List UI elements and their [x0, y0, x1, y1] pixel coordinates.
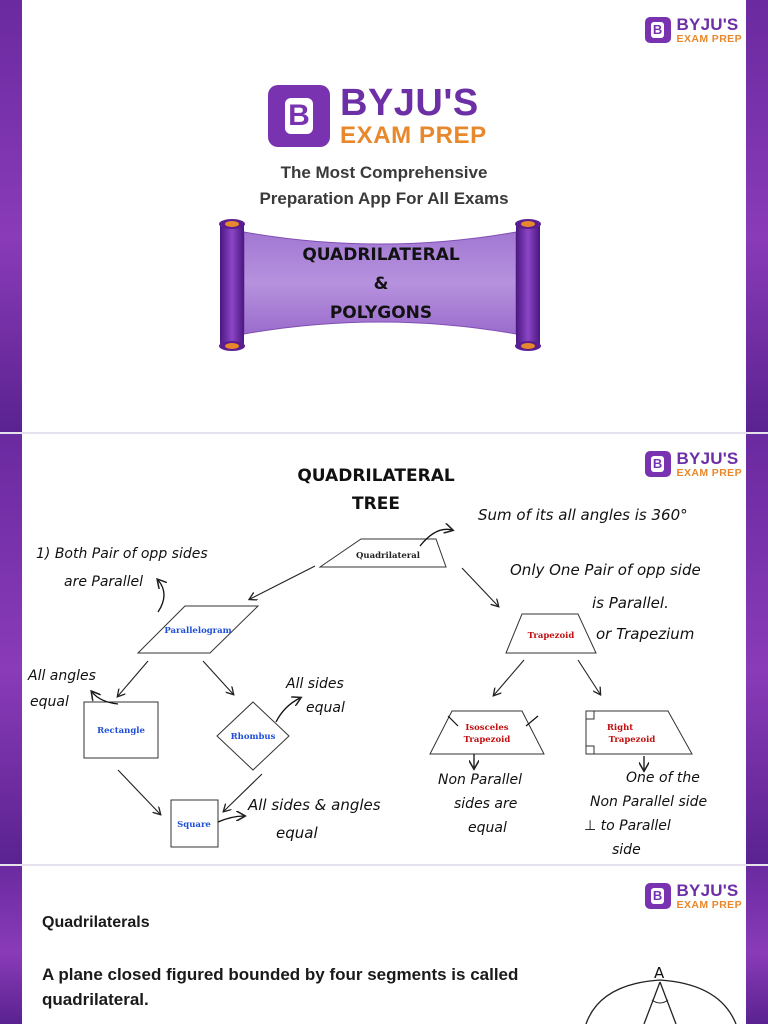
section-heading: Quadrilaterals: [42, 914, 150, 931]
brand-logo-small: B BYJU'S EXAM PREP: [644, 881, 742, 911]
square-note-2: equal: [276, 824, 318, 842]
both-pairs-note-1: 1) Both Pair of opp sides: [36, 546, 208, 562]
one-pair-note-2: is Parallel.: [592, 594, 669, 612]
tree-page: B BYJU'S EXAM PREP: [0, 434, 768, 864]
quadrilateral-label: Quadrilateral: [356, 551, 421, 561]
brand-logo-small: B BYJU'S EXAM PREP: [644, 15, 742, 45]
tagline-line-2: Preparation App For All Exams: [259, 189, 509, 208]
tree-title-line-2: TREE: [352, 494, 400, 514]
rhombus-shape: [216, 701, 290, 771]
quadrilateral-shape: [318, 538, 447, 568]
right-trapezoid-label-2: Trapezoid: [609, 735, 656, 745]
vertex-label-a: A: [654, 964, 665, 982]
page-divider: [0, 864, 768, 866]
definition-page: B BYJU'S EXAM PREP A: [0, 866, 768, 1024]
scroll-line-3: POLYGONS: [329, 303, 433, 323]
scroll-line-1: QUADRILATERAL: [302, 245, 460, 265]
brand-name: BYJU'S: [340, 82, 479, 124]
right-accent-strip: [746, 434, 768, 864]
scroll-line-2: &: [373, 274, 389, 294]
brand-product: EXAM PREP: [340, 122, 487, 149]
rectangle-shape: [83, 701, 159, 759]
brand-logo-small: B BYJU'S EXAM PREP: [644, 449, 742, 479]
brand-name: BYJU'S: [676, 449, 739, 468]
isosceles-trapezoid-shape: [429, 710, 545, 755]
parallelogram-shape: [136, 605, 260, 654]
brand-name: BYJU'S: [676, 15, 739, 34]
square-label: Square: [177, 820, 211, 830]
right-note-3: ⊥ to Parallel: [584, 818, 671, 834]
parallelogram-label: Parallelogram: [164, 626, 231, 636]
trapezoid-shape: [505, 613, 597, 654]
scroll-banner: [219, 219, 541, 351]
page-divider: [0, 432, 768, 434]
rhombus-note-2: equal: [306, 700, 345, 716]
isosceles-note-2: sides are: [454, 796, 517, 812]
square-shape: [170, 799, 219, 848]
tagline-line-1: The Most Comprehensive: [280, 163, 488, 182]
brand-logo-mark: B: [644, 17, 671, 44]
tagline: The Most Comprehensive Preparation App F…: [0, 160, 768, 212]
right-note-2: Non Parallel side: [590, 794, 707, 810]
one-pair-note-1: Only One Pair of opp side: [510, 561, 701, 579]
isosceles-note-3: equal: [468, 820, 507, 836]
both-pairs-note-2: are Parallel: [64, 574, 143, 590]
scroll-left-roller: [219, 219, 245, 351]
cover-page: B BYJU'S EXAM PREP B BYJU'S EXAM PREP Th…: [0, 0, 768, 432]
brand-logo-mark: B: [644, 451, 671, 478]
one-pair-note-3: or Trapezium: [596, 625, 694, 643]
rhombus-label: Rhombus: [231, 732, 276, 742]
right-trapezoid-label-1: Right: [607, 723, 633, 733]
quadrilateral-definition: A plane closed figured bounded by four s…: [42, 965, 519, 1009]
brand-name: BYJU'S: [676, 881, 739, 900]
rectangle-label: Rectangle: [97, 726, 145, 736]
right-accent-strip: [746, 866, 768, 1024]
left-accent-strip: [0, 866, 22, 1024]
circle-figure: A: [585, 964, 737, 1024]
angle-sum-note: Sum of its all angles is 360°: [478, 506, 688, 524]
trapezoid-label: Trapezoid: [528, 631, 575, 641]
isosceles-trapezoid-label-2: Trapezoid: [464, 735, 511, 745]
rectangle-note-1: All angles: [27, 668, 96, 684]
left-accent-strip: [0, 434, 22, 864]
brand-product: EXAM PREP: [676, 467, 742, 479]
right-trapezoid-shape: [585, 710, 693, 755]
rhombus-note-1: All sides: [285, 676, 344, 692]
right-accent-strip: [746, 0, 768, 432]
tree-title-line-1: QUADRILATERAL: [297, 466, 455, 486]
brand-product: EXAM PREP: [676, 33, 742, 45]
isosceles-trapezoid-label-1: Isosceles: [465, 723, 508, 733]
square-note-1: All sides & angles: [247, 796, 381, 814]
isosceles-note-1: Non Parallel: [438, 772, 522, 788]
brand-logo-large: B BYJU'S EXAM PREP: [268, 84, 487, 148]
right-note-4: side: [612, 842, 641, 858]
brand-product: EXAM PREP: [676, 899, 742, 911]
scroll-right-roller: [515, 219, 541, 351]
rectangle-note-2: equal: [30, 694, 69, 710]
tree-title: QUADRILATERAL TREE: [250, 462, 502, 518]
scroll-title: QUADRILATERAL & POLYGONS: [246, 241, 516, 328]
brand-logo-mark: B: [268, 85, 330, 147]
brand-logo-mark: B: [644, 883, 671, 910]
quadrilateral-tree-diagram: Quadrilateral Parallelogram Trapezoid Re…: [27, 506, 707, 858]
left-accent-strip: [0, 0, 22, 432]
right-note-1: One of the: [626, 770, 700, 786]
